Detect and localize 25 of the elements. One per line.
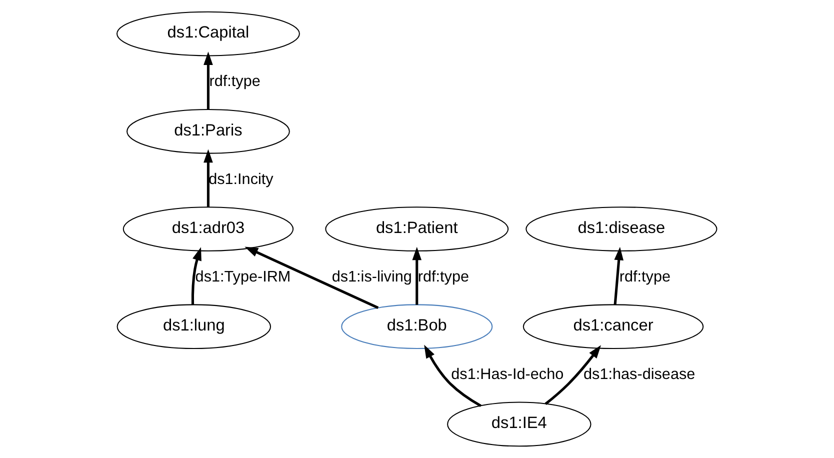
edge-label: ds1:is-living — [332, 268, 412, 286]
edge-label: ds1:Has-Id-echo — [451, 366, 564, 383]
node-ellipse: ds1:IE4 — [447, 402, 592, 447]
arrow — [191, 247, 202, 305]
arrow — [412, 246, 422, 305]
node-ellipse: ds1:Capital — [116, 11, 300, 56]
arrow — [614, 246, 624, 305]
node-ellipse: ds1:Patient — [325, 206, 509, 252]
node-ellipse: ds1:disease — [526, 206, 718, 252]
arrow — [244, 246, 379, 309]
edge-label: rdf:type — [619, 268, 671, 286]
edge-label: ds1:Type-IRM — [195, 268, 291, 286]
node-ellipse: ds1:cancer — [522, 304, 704, 350]
arrow — [424, 344, 482, 407]
edge-label: ds1:Incity — [208, 170, 274, 188]
edge-label: rdf:type — [418, 268, 470, 286]
node-ellipse: ds1:lung — [116, 304, 272, 350]
edge-label: ds1:has-disease — [584, 366, 696, 383]
arrow — [204, 149, 213, 208]
edge-label: rdf:type — [209, 73, 260, 90]
node-ellipse: ds1:Paris — [126, 108, 290, 154]
node-ellipse: ds1:Bob — [341, 304, 493, 350]
arrow — [544, 345, 602, 405]
node-ellipse: ds1:adr03 — [122, 206, 294, 252]
arrow — [204, 52, 213, 110]
